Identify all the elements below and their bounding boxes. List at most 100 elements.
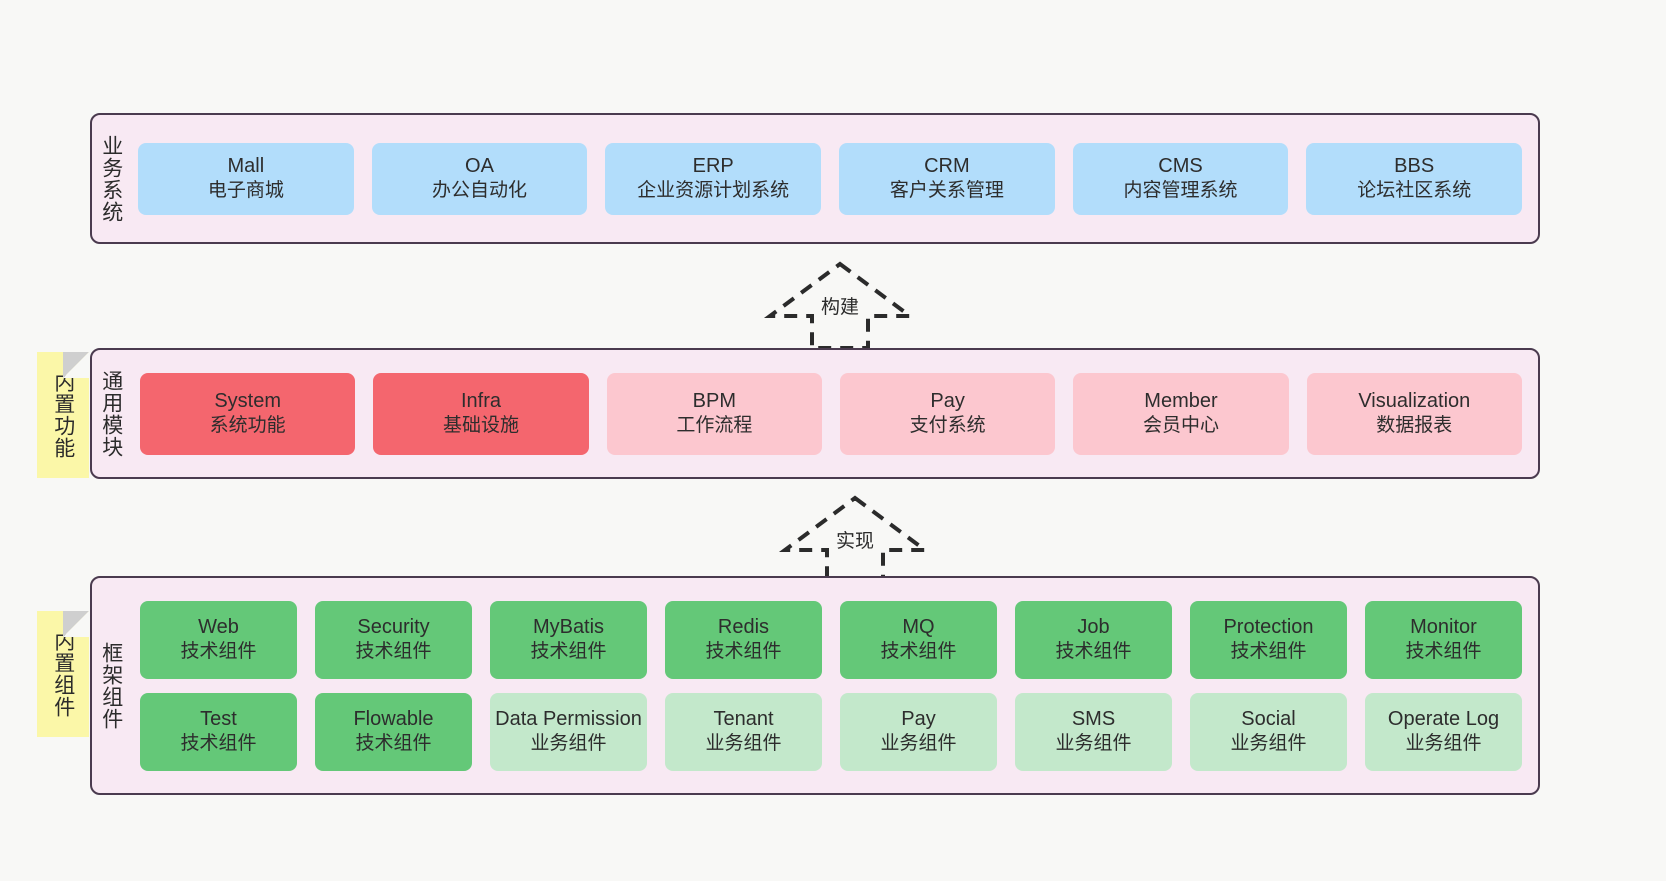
- card-subtitle: 技术组件: [355, 641, 432, 663]
- card-cms[interactable]: CMS 内容管理系统: [1072, 142, 1289, 215]
- card-mq[interactable]: MQ 技术组件: [840, 600, 997, 679]
- card-row: Web 技术组件 Security 技术组件 MyBatis 技术组件 Redi…: [140, 600, 1522, 679]
- arrow-label-realize: 实现: [835, 531, 874, 552]
- card-title: Tenant: [713, 708, 774, 731]
- card-crm[interactable]: CRM 客户关系管理: [839, 142, 1055, 215]
- layer-framework-components: 框架组件 Web 技术组件 Security 技术组件 MyBatis 技术组件…: [90, 576, 1540, 795]
- card-title: Protection: [1223, 616, 1314, 639]
- card-title: Redis: [717, 616, 770, 639]
- card-mall[interactable]: Mall 电子商城: [138, 142, 354, 215]
- card-title: Monitor: [1410, 616, 1477, 639]
- card-subtitle: 论坛社区系统: [1357, 180, 1472, 202]
- card-bbs[interactable]: BBS 论坛社区系统: [1306, 142, 1523, 215]
- layer-body-business: Mall 电子商城 OA 办公自动化 ERP 企业资源计划系统 CRM 客户关系…: [130, 115, 1538, 242]
- card-flowable[interactable]: Flowable 技术组件: [315, 692, 472, 771]
- card-pay-component[interactable]: Pay 业务组件: [840, 692, 997, 771]
- card-test[interactable]: Test 技术组件: [140, 692, 297, 771]
- card-oa[interactable]: OA 办公自动化: [371, 142, 588, 215]
- layer-title-business: 业务系统: [99, 134, 123, 223]
- layer-business-systems: 业务系统 Mall 电子商城 OA 办公自动化 ERP 企业资源计划系统 CRM…: [90, 113, 1540, 244]
- card-visualization[interactable]: Visualization 数据报表: [1306, 372, 1522, 455]
- card-title: Mall: [227, 155, 265, 178]
- card-title: Visualization: [1358, 390, 1471, 413]
- card-subtitle: 内容管理系统: [1123, 180, 1238, 202]
- dashed-generalization-arrow-up-icon: [763, 261, 917, 350]
- card-data-permission[interactable]: Data Permission 业务组件: [490, 692, 647, 771]
- card-title: Infra: [460, 390, 501, 413]
- card-infra[interactable]: Infra 基础设施: [373, 372, 589, 455]
- card-web[interactable]: Web 技术组件: [140, 600, 297, 679]
- card-subtitle: 业务组件: [530, 733, 607, 755]
- card-subtitle: 会员中心: [1142, 415, 1219, 437]
- card-erp[interactable]: ERP 企业资源计划系统: [605, 142, 822, 215]
- card-subtitle: 办公自动化: [432, 180, 528, 202]
- card-subtitle: 系统功能: [209, 415, 286, 437]
- card-security[interactable]: Security 技术组件: [315, 600, 472, 679]
- card-bpm[interactable]: BPM 工作流程: [606, 372, 822, 455]
- card-subtitle: 技术组件: [1230, 641, 1307, 663]
- card-row: Test 技术组件 Flowable 技术组件 Data Permission …: [140, 692, 1522, 771]
- card-social[interactable]: Social 业务组件: [1190, 692, 1347, 771]
- card-subtitle: 客户关系管理: [889, 180, 1004, 202]
- card-title: Test: [200, 708, 237, 731]
- layer-common-modules: 通用模块 System 系统功能 Infra 基础设施 BPM 工作流程 Pay…: [90, 348, 1540, 479]
- card-subtitle: 技术组件: [180, 733, 257, 755]
- card-tenant[interactable]: Tenant 业务组件: [665, 692, 822, 771]
- layer-title-modules: 通用模块: [99, 369, 123, 458]
- sticky-note-builtin-components: 内置组件: [37, 611, 89, 737]
- card-pay-module[interactable]: Pay 支付系统: [839, 372, 1056, 455]
- sticky-note-builtin-features: 内置功能: [37, 352, 89, 478]
- card-title: Job: [1077, 616, 1110, 639]
- card-subtitle: 技术组件: [1055, 641, 1132, 663]
- card-system[interactable]: System 系统功能: [140, 372, 356, 455]
- card-title: Member: [1144, 390, 1218, 413]
- layer-body-framework: Web 技术组件 Security 技术组件 MyBatis 技术组件 Redi…: [130, 578, 1538, 793]
- card-subtitle: 数据报表: [1376, 415, 1453, 437]
- arrow-label-build: 构建: [820, 297, 859, 318]
- card-title: MQ: [902, 616, 935, 639]
- card-title: Operate Log: [1387, 708, 1500, 731]
- card-subtitle: 技术组件: [1405, 641, 1482, 663]
- card-subtitle: 技术组件: [705, 641, 782, 663]
- card-title: Flowable: [353, 708, 434, 731]
- card-title: Security: [357, 616, 430, 639]
- card-member[interactable]: Member 会员中心: [1073, 372, 1289, 455]
- card-subtitle: 技术组件: [880, 641, 957, 663]
- layer-title-framework: 框架组件: [99, 641, 123, 730]
- card-title: ERP: [692, 155, 734, 178]
- card-job[interactable]: Job 技术组件: [1015, 600, 1172, 679]
- dashed-generalization-arrow-up-icon: [778, 495, 932, 584]
- card-subtitle: 工作流程: [676, 415, 753, 437]
- card-title: BPM: [692, 390, 736, 413]
- card-title: Social: [1241, 708, 1296, 731]
- card-protection[interactable]: Protection 技术组件: [1190, 600, 1347, 679]
- card-subtitle: 技术组件: [530, 641, 607, 663]
- sticky-label: 内置功能: [51, 371, 75, 459]
- card-subtitle: 业务组件: [1055, 733, 1132, 755]
- card-title: Pay: [901, 708, 936, 731]
- card-subtitle: 业务组件: [880, 733, 957, 755]
- card-subtitle: 电子商城: [207, 180, 284, 202]
- card-sms[interactable]: SMS 业务组件: [1015, 692, 1172, 771]
- card-title: MyBatis: [532, 616, 605, 639]
- card-subtitle: 基础设施: [442, 415, 519, 437]
- card-title: OA: [465, 155, 494, 178]
- card-row: System 系统功能 Infra 基础设施 BPM 工作流程 Pay 支付系统…: [140, 372, 1522, 455]
- card-title: Pay: [930, 390, 965, 413]
- card-subtitle: 业务组件: [1230, 733, 1307, 755]
- card-title: Web: [198, 616, 239, 639]
- card-title: SMS: [1071, 708, 1116, 731]
- card-title: Data Permission: [495, 708, 642, 731]
- card-subtitle: 技术组件: [355, 733, 432, 755]
- sticky-label: 内置组件: [51, 630, 75, 718]
- card-subtitle: 企业资源计划系统: [637, 180, 790, 202]
- card-title: CMS: [1158, 155, 1203, 178]
- card-subtitle: 业务组件: [1405, 733, 1482, 755]
- layer-body-modules: System 系统功能 Infra 基础设施 BPM 工作流程 Pay 支付系统…: [130, 350, 1538, 477]
- card-monitor[interactable]: Monitor 技术组件: [1365, 600, 1522, 679]
- card-redis[interactable]: Redis 技术组件: [665, 600, 822, 679]
- card-operate-log[interactable]: Operate Log 业务组件: [1365, 692, 1522, 771]
- card-mybatis[interactable]: MyBatis 技术组件: [490, 600, 647, 679]
- card-title: BBS: [1394, 155, 1435, 178]
- card-title: System: [214, 390, 281, 413]
